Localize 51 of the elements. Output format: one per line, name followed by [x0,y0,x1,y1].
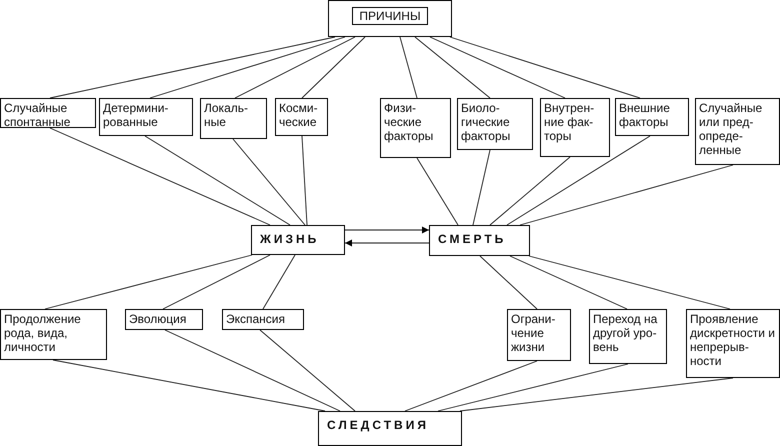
connector-line [44,254,252,310]
connector-line [164,330,340,412]
connector-line [302,136,308,226]
key-box: ЖИЗНЬ [251,225,345,255]
factor-box: Случайные спонтанные [0,98,96,128]
connector-line [490,156,570,226]
factor-box: Косми- ческие [275,98,328,136]
connector-line [416,158,458,226]
key-box: СЛЕДСТВИЯ [318,411,462,446]
factor-box: Экспансия [222,309,304,330]
connector-line [260,330,356,412]
connector-line [506,136,650,226]
connector-line [150,36,346,98]
factor-box: Продолжение рода, вида, личности [0,309,107,360]
factor-box: Физи- ческие факторы [380,98,451,158]
factor-box: Случайные или пред- опреде- ленные [695,98,780,165]
heading-label: ПРИЧИНЫ [352,7,428,25]
factor-box: Локаль- ные [200,98,267,139]
connector-line [50,36,336,98]
factor-box: Проявление дискретности и непрерыв- ности [686,309,780,378]
arrow [344,240,430,246]
arrow [344,226,430,234]
factor-box: Эволюция [125,309,203,330]
factor-box: Переход на другой уро- вень [589,309,667,364]
factor-box: Ограни- чение жизни [507,309,571,361]
connector-line [50,128,270,226]
connector-line [234,36,356,98]
connector-line [144,136,290,226]
connector-line [52,360,326,412]
factor-box: Детермини- рованные [99,98,193,136]
connector-line [404,360,538,412]
factor-box: Биоло- гические факторы [457,98,533,150]
factor-box: Внешние факторы [615,98,689,136]
connector-line [430,36,566,98]
key-box: СМЕРТЬ [429,225,530,256]
connector-line [302,36,366,98]
connector-line [262,254,296,310]
connector-line [480,256,538,310]
connector-line [232,138,306,226]
connector-line [414,36,490,98]
connector-line [510,256,628,310]
connector-line [460,378,734,412]
heading-box [328,0,452,37]
factor-box: Внутрен- ние фак- торы [540,98,610,157]
connector-line [450,36,640,98]
connector-line [162,254,270,310]
connector-line [438,364,628,412]
connector-line [520,164,734,226]
connector-line [472,150,490,226]
connector-line [528,256,730,310]
connector-line [400,36,418,98]
